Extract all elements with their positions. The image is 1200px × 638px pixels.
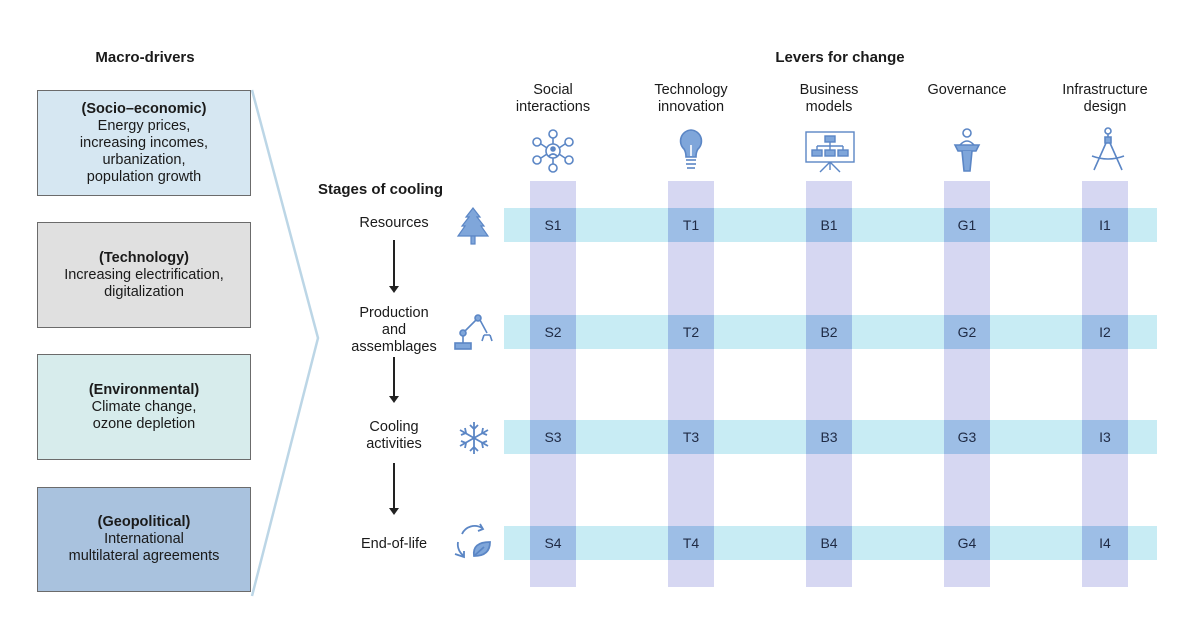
lever-line: Business [799,82,859,98]
speaker-podium-icon [953,128,981,172]
driver-line: increasing incomes, [79,134,209,151]
stage-line: Cooling [369,419,419,435]
cell-i2: I2 [1082,315,1128,349]
driver-line: urbanization, [102,151,186,168]
stage-line: assemblages [351,339,437,355]
stage-line: activities [366,436,422,452]
chevron-shape [250,89,320,597]
driver-line: International [104,531,184,547]
driver-title: (Geopolitical) [97,514,191,530]
stage-line: Production [359,305,429,321]
stage-line: and [381,322,407,338]
lever-line: Technology [654,82,728,98]
cell-i3: I3 [1082,420,1128,454]
org-chart-board-icon [805,131,855,173]
snowflake-icon [459,422,489,454]
lever-line: models [805,99,853,115]
driver-line: digitalization [104,283,184,300]
cell-t4: T4 [668,526,714,560]
lever-line: interactions [515,99,591,115]
lever-label-business: Business models [764,82,894,116]
recycle-leaf-icon [454,523,491,559]
cell-b4: B4 [806,526,852,560]
cell-b1: B1 [806,208,852,242]
driver-technology: (Technology) Increasing electrification,… [37,222,251,328]
cell-t2: T2 [668,315,714,349]
cell-s2: S2 [530,315,576,349]
cell-b2: B2 [806,315,852,349]
levers-heading: Levers for change [775,49,905,66]
macro-drivers-heading: Macro-drivers [95,49,195,66]
stage-label-resources: Resources [329,215,459,232]
driver-title: (Environmental) [88,381,200,398]
cell-s3: S3 [530,420,576,454]
driver-geopolitical: (Geopolitical) International multilatera… [37,487,251,592]
stage-arrow [389,240,399,293]
stage-arrow [389,463,399,515]
cell-i4: I4 [1082,526,1128,560]
driver-line: multilateral agreements [68,548,220,564]
stage-arrow [389,357,399,403]
column-band-social [530,181,576,587]
driver-line: population growth [86,168,202,185]
lever-line: Governance [927,82,1007,98]
tree-icon [456,207,490,245]
driver-line: Increasing electrification, [64,266,224,283]
stage-line: End-of-life [360,536,428,552]
cell-i1: I1 [1082,208,1128,242]
column-band-business [806,181,852,587]
cell-g2: G2 [944,315,990,349]
column-band-technology [668,181,714,587]
drafting-compass-icon [1091,127,1125,171]
driver-line: Energy prices, [97,117,191,134]
driver-line: Climate change, [91,398,197,415]
driver-socio-economic: (Socio–economic) Energy prices, increasi… [37,90,251,196]
column-band-governance [944,181,990,587]
lever-line: design [1083,99,1127,115]
lightbulb-icon [679,129,703,169]
cell-t1: T1 [668,208,714,242]
cell-g3: G3 [944,420,990,454]
stage-label-production: Production and assemblages [329,305,459,356]
lever-label-social: Social interactions [488,82,618,116]
stages-heading: Stages of cooling [318,181,444,198]
cell-s4: S4 [530,526,576,560]
cell-t3: T3 [668,420,714,454]
driver-line: ozone depletion [92,415,196,432]
lever-line: Infrastructure [1062,82,1148,98]
cell-g4: G4 [944,526,990,560]
lever-label-technology: Technology innovation [626,82,756,116]
driver-title: (Socio–economic) [81,100,207,117]
stage-label-cooling: Cooling activities [329,419,459,453]
driver-title: (Technology) [99,249,189,266]
cell-s1: S1 [530,208,576,242]
lever-line: Social [533,82,573,98]
people-network-icon [532,129,574,173]
cell-b3: B3 [806,420,852,454]
lever-line: innovation [657,99,725,115]
driver-environmental: (Environmental) Climate change, ozone de… [37,354,251,460]
cell-g1: G1 [944,208,990,242]
column-band-infrastructure [1082,181,1128,587]
robot-arm-icon [454,314,493,350]
lever-label-governance: Governance [902,82,1032,99]
lever-label-infrastructure: Infrastructure design [1040,82,1170,116]
stage-label-end-of-life: End-of-life [329,536,459,553]
stage-line: Resources [359,215,429,231]
